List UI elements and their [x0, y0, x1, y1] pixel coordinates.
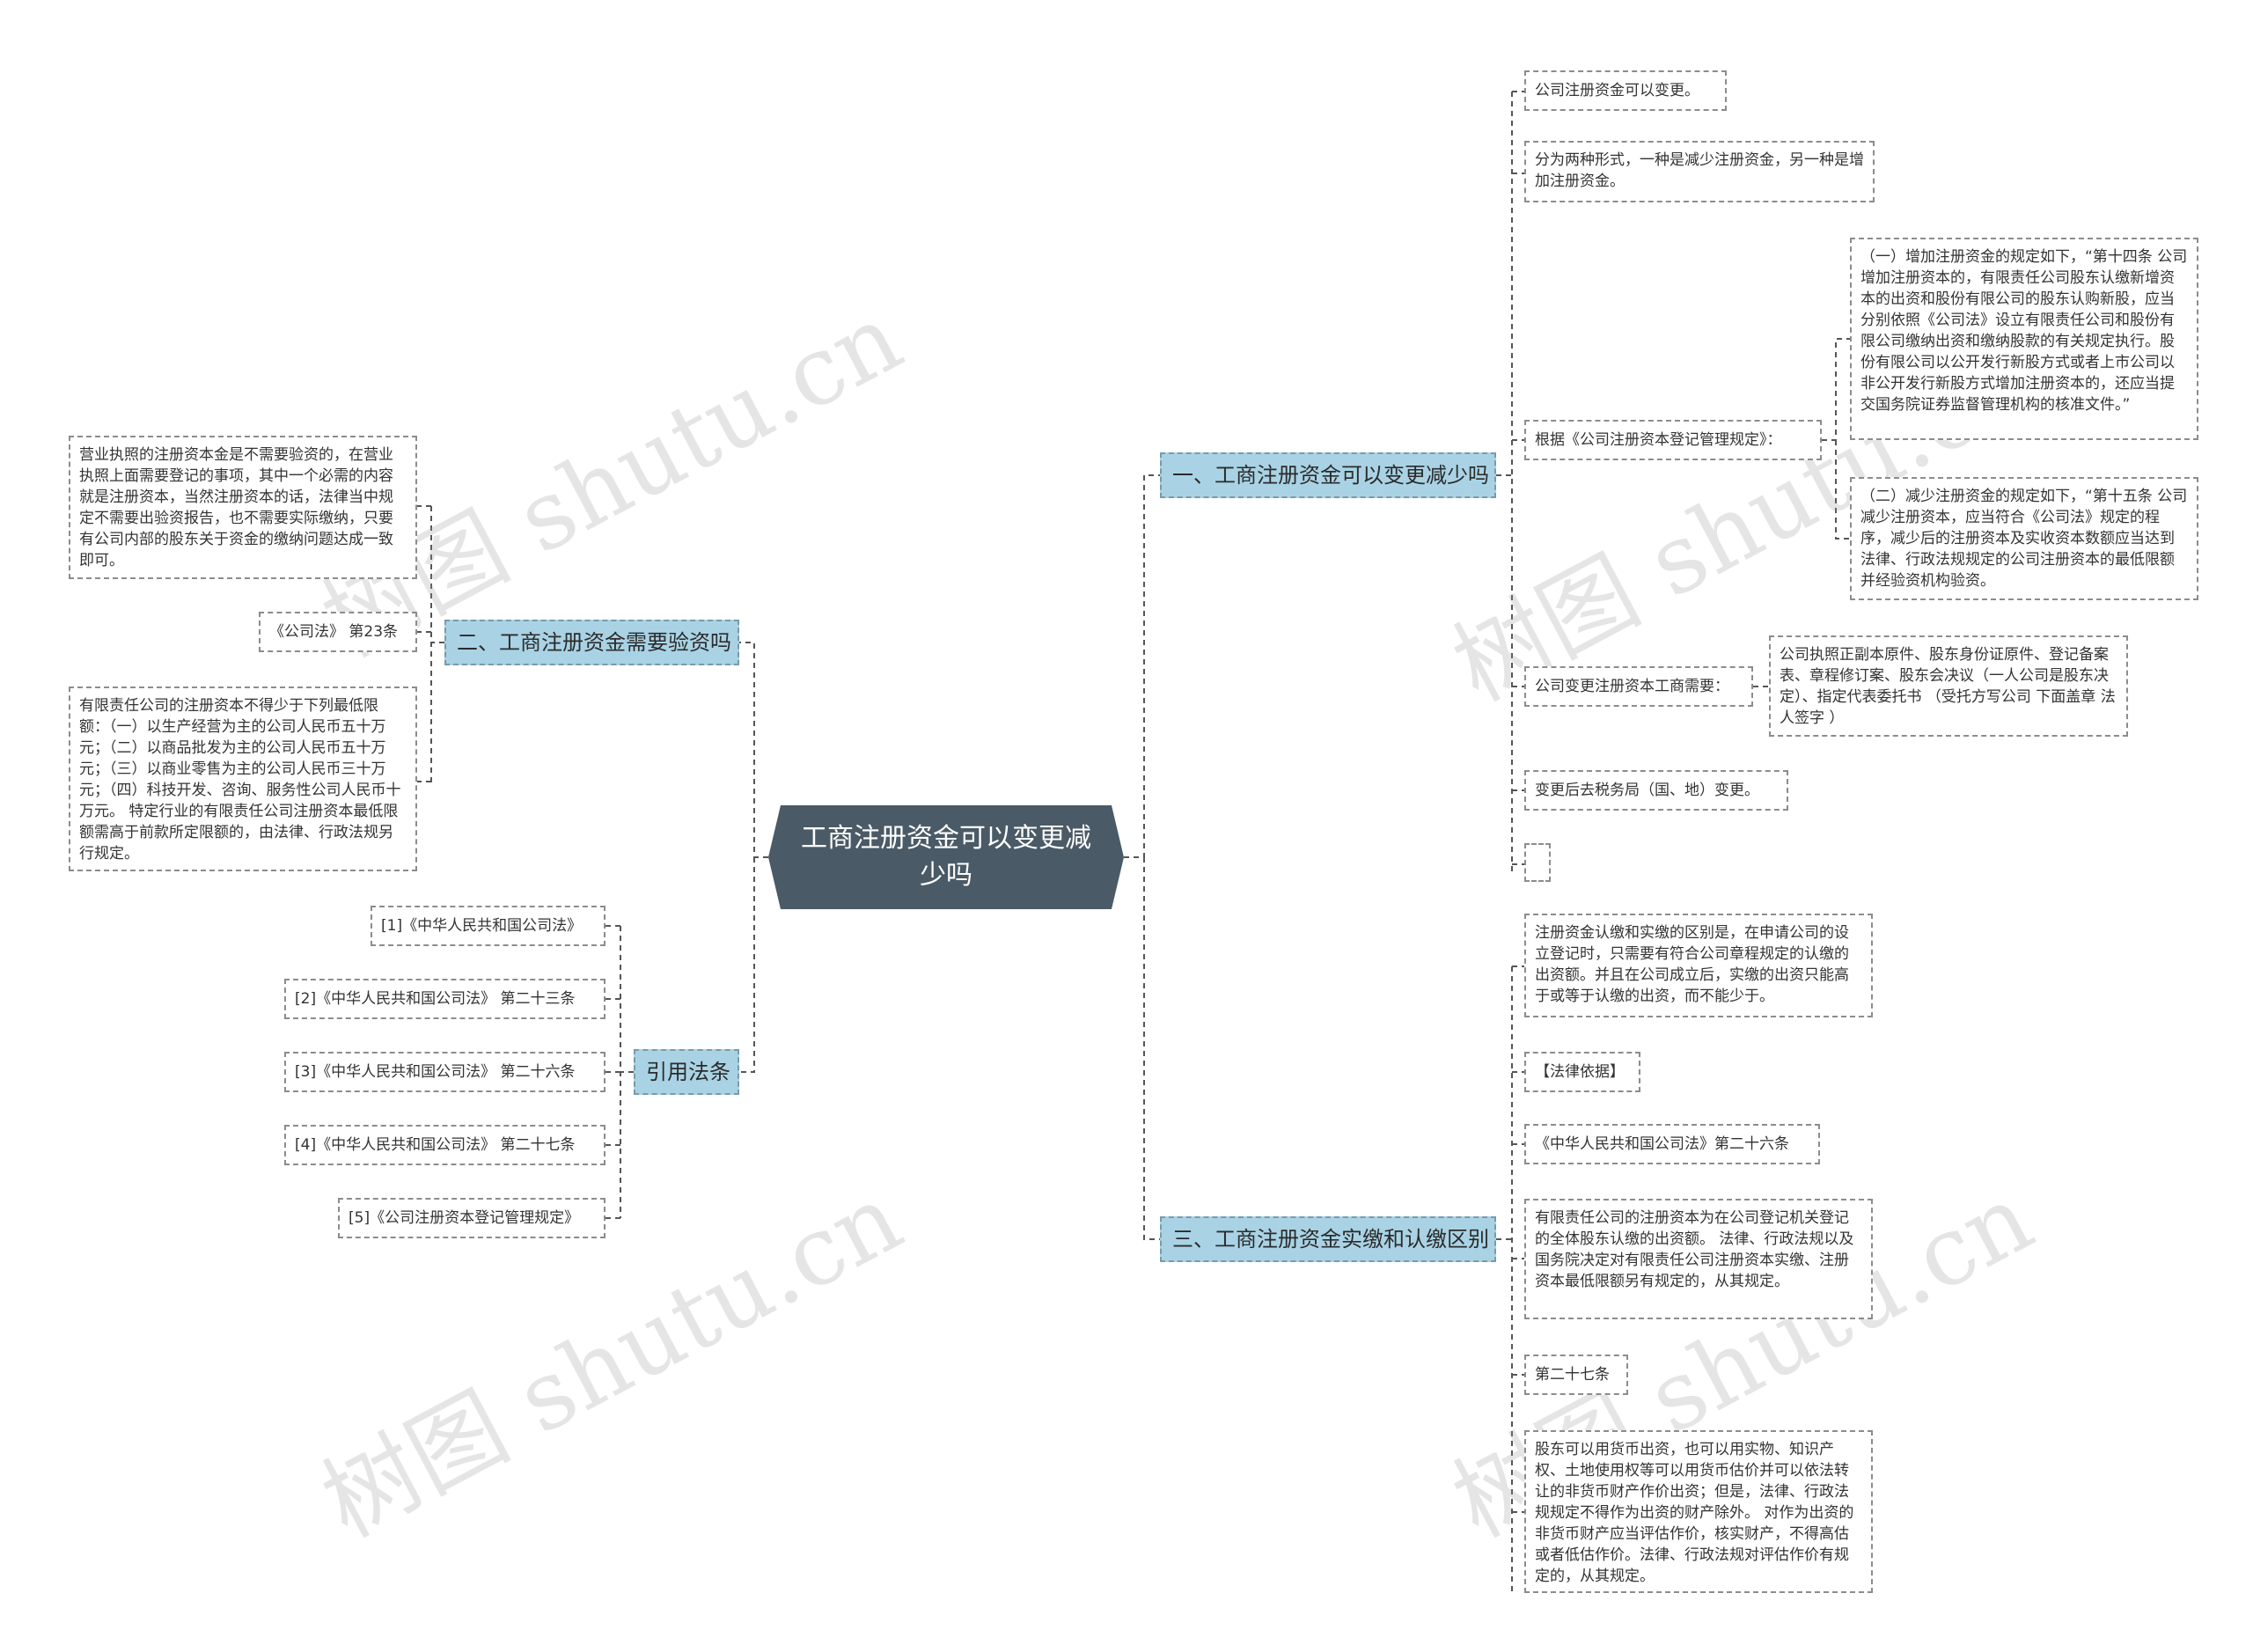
b3-item-contribution-forms[interactable]: 股东可以用货币出资，也可以用实物、知识产权、土地使用权等可以用货币估价并可以依法…: [1524, 1430, 1873, 1593]
b4-item-law-4[interactable]: [4]《中华人民共和国公司法》 第二十七条: [284, 1125, 605, 1165]
b1-item-empty[interactable]: [1524, 843, 1551, 882]
b1-item-capital-changeable[interactable]: 公司注册资金可以变更。: [1524, 70, 1727, 111]
b3-item-registered-capital[interactable]: 有限责任公司的注册资本为在公司登记机关登记的全体股东认缴的出资额。 法律、行政法…: [1524, 1199, 1873, 1319]
b1-item-decrease-rules[interactable]: （二）减少注册资金的规定如下，“第十五条 公司减少注册资本，应当符合《公司法》规…: [1850, 477, 2198, 600]
b2-item-minimum-capital[interactable]: 有限责任公司的注册资本不得少于下列最低限额：（一）以生产经营为主的公司人民币五十…: [69, 686, 417, 871]
b4-item-law-3[interactable]: [3]《中华人民共和国公司法》 第二十六条: [284, 1052, 605, 1092]
b1-item-required-docs[interactable]: 公司变更注册资本工商需要：: [1524, 666, 1753, 707]
b3-item-difference[interactable]: 注册资金认缴和实缴的区别是，在申请公司的设立登记时，只需要有符合公司章程规定的认…: [1524, 914, 1873, 1017]
b1-item-two-forms[interactable]: 分为两种形式，一种是减少注册资金，另一种是增加注册资金。: [1524, 141, 1875, 202]
b1-item-increase-rules[interactable]: （一）增加注册资金的规定如下，“第十四条 公司增加注册资本的，有限责任公司股东认…: [1850, 238, 2198, 440]
b1-item-tax-change[interactable]: 变更后去税务局（国、地）变更。: [1524, 770, 1788, 811]
b4-item-law-2[interactable]: [2]《中华人民共和国公司法》 第二十三条: [284, 979, 605, 1019]
branch-change-capital[interactable]: 一、工商注册资金可以变更减少吗: [1160, 452, 1496, 498]
b4-item-law-5[interactable]: [5]《公司注册资本登记管理规定》: [338, 1198, 605, 1238]
b3-item-legal-basis[interactable]: 【法律依据】: [1524, 1052, 1640, 1092]
branch-capital-verification[interactable]: 二、工商注册资金需要验资吗: [444, 620, 739, 665]
branch-paid-vs-subscribed[interactable]: 三、工商注册资金实缴和认缴区别: [1160, 1216, 1496, 1262]
central-topic[interactable]: 工商注册资金可以变更减少吗: [768, 805, 1124, 909]
branch-cited-laws[interactable]: 引用法条: [634, 1049, 739, 1095]
b1-item-regulation[interactable]: 根据《公司注册资本登记管理规定》：: [1524, 420, 1822, 460]
b4-item-law-1[interactable]: [1]《中华人民共和国公司法》: [371, 906, 605, 946]
b3-item-article-26[interactable]: 《中华人民共和国公司法》第二十六条: [1524, 1124, 1820, 1164]
b3-item-article-27[interactable]: 第二十七条: [1524, 1355, 1628, 1395]
b1-item-doc-list[interactable]: 公司执照正副本原件、股东身份证原件、登记备案表、章程修订案、股东会决议（一人公司…: [1769, 635, 2128, 737]
b2-item-company-law-23[interactable]: 《公司法》 第23条: [259, 612, 417, 652]
b2-item-no-verification[interactable]: 营业执照的注册资本金是不需要验资的，在营业执照上面需要登记的事项，其中一个必需的…: [69, 436, 417, 579]
